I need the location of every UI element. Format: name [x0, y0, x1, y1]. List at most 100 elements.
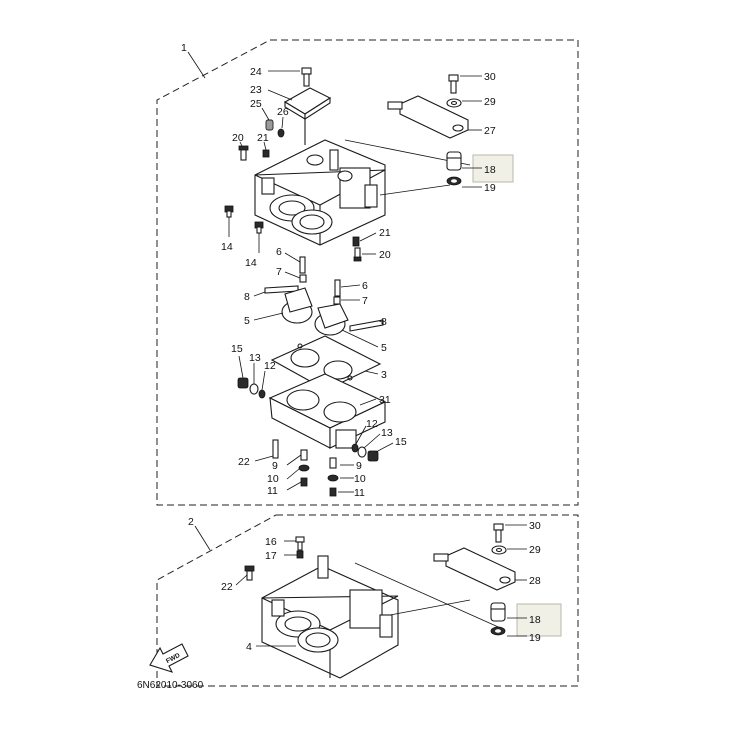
- callout-25: 25: [250, 98, 262, 110]
- callout-15-right: 15: [395, 436, 407, 448]
- callout-9-right: 9: [356, 460, 362, 472]
- callout-23: 23: [250, 84, 262, 96]
- o-ring-13-right: [357, 446, 367, 458]
- cover-plate-23: [283, 87, 332, 121]
- washer-10-left: [298, 464, 310, 472]
- gasket-12-left: [258, 389, 266, 399]
- callout-30-top: 30: [484, 71, 496, 83]
- screw-30-bottom: [493, 523, 504, 543]
- o-ring-13-left: [249, 383, 259, 395]
- washer-10-right: [327, 474, 339, 482]
- clip-7-right: [333, 296, 341, 305]
- callout-19-bottom: 19: [529, 632, 541, 644]
- callout-18-top: 18: [484, 164, 496, 176]
- callout-17: 17: [265, 550, 277, 562]
- callout-24: 24: [250, 66, 262, 78]
- screw-11-left: [300, 477, 308, 487]
- callout-28: 28: [529, 575, 541, 587]
- bracket-28: [433, 547, 516, 591]
- callout-10-right: 10: [354, 473, 366, 485]
- washer-29-bottom: [491, 545, 507, 555]
- diagram-code: 6N62010-3060: [137, 680, 204, 691]
- callout-15-left: 15: [231, 343, 243, 355]
- callout-6-left: 6: [276, 246, 282, 258]
- callout-27: 27: [484, 125, 496, 137]
- callout-19-top: 19: [484, 182, 496, 194]
- callout-14-left: 14: [221, 241, 233, 253]
- callout-21-right: 21: [379, 227, 391, 239]
- callout-29-bottom: 29: [529, 544, 541, 556]
- callout-21-left: 21: [257, 132, 269, 144]
- drain-screw-15-left: [237, 377, 249, 389]
- callout-11-left: 11: [267, 485, 278, 497]
- callout-18-bottom: 18: [529, 614, 541, 626]
- screw-22-group2: [244, 565, 255, 581]
- callout-7-left: 7: [276, 266, 282, 278]
- callout-4: 4: [246, 641, 252, 653]
- callout-12-right: 12: [366, 418, 378, 430]
- spring-17: [296, 550, 304, 559]
- fwd-arrow-icon: FWD: [149, 643, 189, 673]
- screw-20-left: [238, 145, 249, 161]
- needle-valve-6-left: [299, 256, 306, 274]
- callout-22-group2: 22: [221, 581, 233, 593]
- callout-5-left: 5: [244, 315, 250, 327]
- callout-22-group1: 22: [238, 456, 250, 468]
- callout-30-bottom: 30: [529, 520, 541, 532]
- group-1-boundary: [156, 39, 579, 506]
- screw-20-right: [353, 247, 362, 262]
- group-1-label: 1: [181, 42, 187, 54]
- screw-14-right: [254, 221, 264, 234]
- plug-25: [265, 119, 274, 131]
- drain-screw-15-right: [367, 450, 379, 462]
- callout-13-right: 13: [381, 427, 393, 439]
- callout-7-right: 7: [362, 295, 368, 307]
- pin-8-right: [349, 319, 384, 332]
- washer-29-top: [446, 98, 462, 108]
- float-5-left: [281, 287, 313, 324]
- carburetor-body-1: [254, 118, 386, 246]
- washer-19-top: [446, 176, 462, 186]
- group-2-boundary: [156, 514, 579, 687]
- callout-16: 16: [265, 536, 277, 548]
- callout-26: 26: [277, 106, 289, 118]
- washer-19-bottom: [490, 626, 506, 636]
- screw-14-left: [224, 205, 234, 218]
- callout-10-left: 10: [267, 473, 279, 485]
- callout-12-left: 12: [264, 360, 276, 372]
- float-5-right: [314, 303, 349, 336]
- washer-26: [277, 128, 285, 138]
- needle-valve-6-right: [334, 279, 341, 297]
- spring-21-right: [352, 236, 360, 247]
- callout-5-right: 5: [381, 342, 387, 354]
- carburetor-body-4: [261, 555, 399, 679]
- callout-11-right: 11: [354, 487, 365, 499]
- clip-7-left: [299, 274, 307, 283]
- callout-20-right: 20: [379, 249, 391, 261]
- screw-11-right: [329, 487, 337, 497]
- callout-14-right: 14: [245, 257, 257, 269]
- screw-9-left: [300, 449, 308, 461]
- callout-8-right: 8: [381, 316, 387, 328]
- bushing-18-bottom: [490, 602, 506, 622]
- bushing-18-top: [446, 151, 462, 171]
- screw-16: [295, 536, 305, 551]
- callout-8-left: 8: [244, 291, 250, 303]
- callout-20-left: 20: [232, 132, 244, 144]
- callout-9-left: 9: [272, 460, 278, 472]
- callout-3: 3: [381, 369, 387, 381]
- spring-21-left: [262, 149, 270, 158]
- callout-29-top: 29: [484, 96, 496, 108]
- callout-31: 31: [379, 394, 391, 406]
- float-chamber-31: [268, 373, 387, 449]
- screw-22-group1: [272, 439, 279, 459]
- highlight-18-top: [472, 154, 514, 183]
- callout-6-right: 6: [362, 280, 368, 292]
- screw-9-right: [329, 457, 337, 469]
- highlight-18-bottom: [516, 603, 562, 637]
- group-2-label: 2: [188, 516, 194, 528]
- callout-13-left: 13: [249, 352, 261, 364]
- screw-24: [301, 67, 312, 87]
